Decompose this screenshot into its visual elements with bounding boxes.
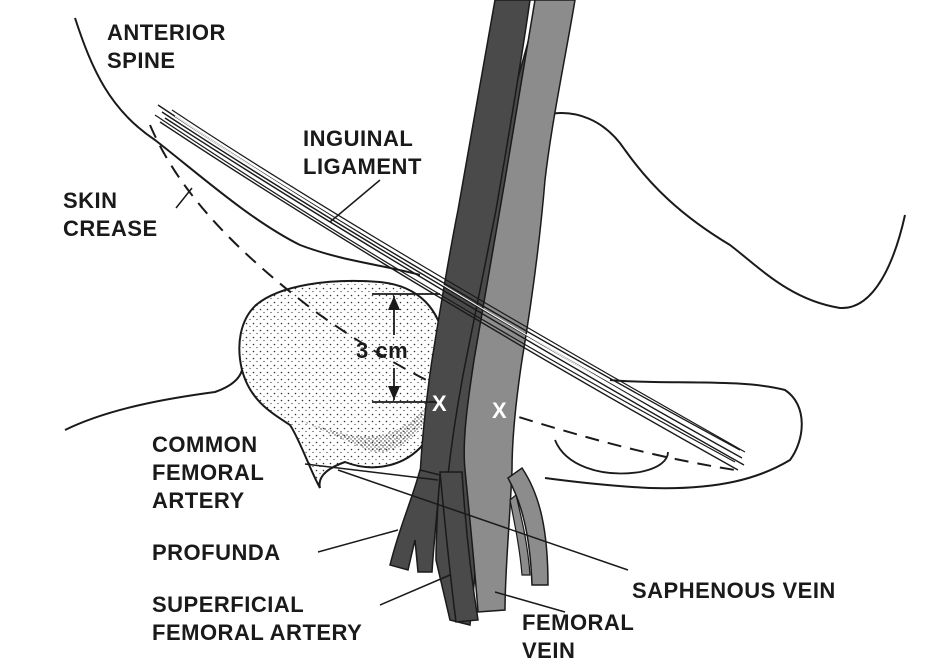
skin-crease-label-line2: CREASE [63, 216, 158, 241]
anterior-spine-label-line2: SPINE [107, 48, 176, 73]
femoral-vein-label-line2: VEIN [522, 638, 575, 663]
profunda-leader [317, 529, 399, 553]
femoral-neck-shade [300, 400, 430, 453]
anterior-spine-outline [74, 17, 421, 276]
femoral-vein-vessel [463, 0, 576, 613]
measure-arrow-down [388, 386, 400, 400]
measure-arrow-up [388, 296, 400, 310]
superficial-femoral-artery-label-line1: SUPERFICIAL [152, 592, 304, 617]
inguinal-ligament-label-line1: INGUINAL [303, 126, 413, 151]
pubic-outline [544, 112, 906, 310]
vein-puncture-mark: X [492, 398, 507, 423]
common-femoral-artery-label-line3: ARTERY [152, 488, 245, 513]
saphenous-vein-label: SAPHENOUS VEIN [632, 578, 836, 603]
saphenous-vein-leader [337, 469, 629, 571]
measurement-label: 3 cm [356, 338, 408, 363]
common-femoral-artery-leader [304, 463, 439, 481]
saphenous-vein-branch [507, 466, 549, 586]
artery-puncture-mark: X [432, 391, 447, 416]
superficial-femoral-artery-leader [379, 574, 451, 606]
femoral-head-bone [238, 279, 448, 489]
common-femoral-artery-label-line2: FEMORAL [152, 460, 264, 485]
superficial-femoral-artery-branch [439, 471, 479, 623]
saphenous-vein-small [509, 493, 531, 576]
inguinal-ligament-label-line2: LIGAMENT [303, 154, 422, 179]
profunda-label: PROFUNDA [152, 540, 281, 565]
skin-crease-leader [175, 187, 193, 209]
left-thigh-outline [64, 369, 243, 431]
skin-crease-line [149, 124, 736, 471]
thigh-outline [544, 379, 803, 490]
inguinal-ligament-leader [329, 179, 381, 223]
femoral-vein-leader [494, 591, 566, 613]
common-femoral-artery-label-line1: COMMON [152, 432, 258, 457]
inner-thigh-curve [554, 439, 669, 475]
femoral-vein-label-line1: FEMORAL [522, 610, 634, 635]
profunda-artery-branch [389, 469, 441, 573]
superficial-femoral-artery-label-line2: FEMORAL ARTERY [152, 620, 362, 645]
anterior-spine-label-line1: ANTERIOR [107, 20, 226, 45]
inguinal-ligament-highlight [174, 115, 741, 461]
skin-crease-label-line1: SKIN [63, 188, 118, 213]
